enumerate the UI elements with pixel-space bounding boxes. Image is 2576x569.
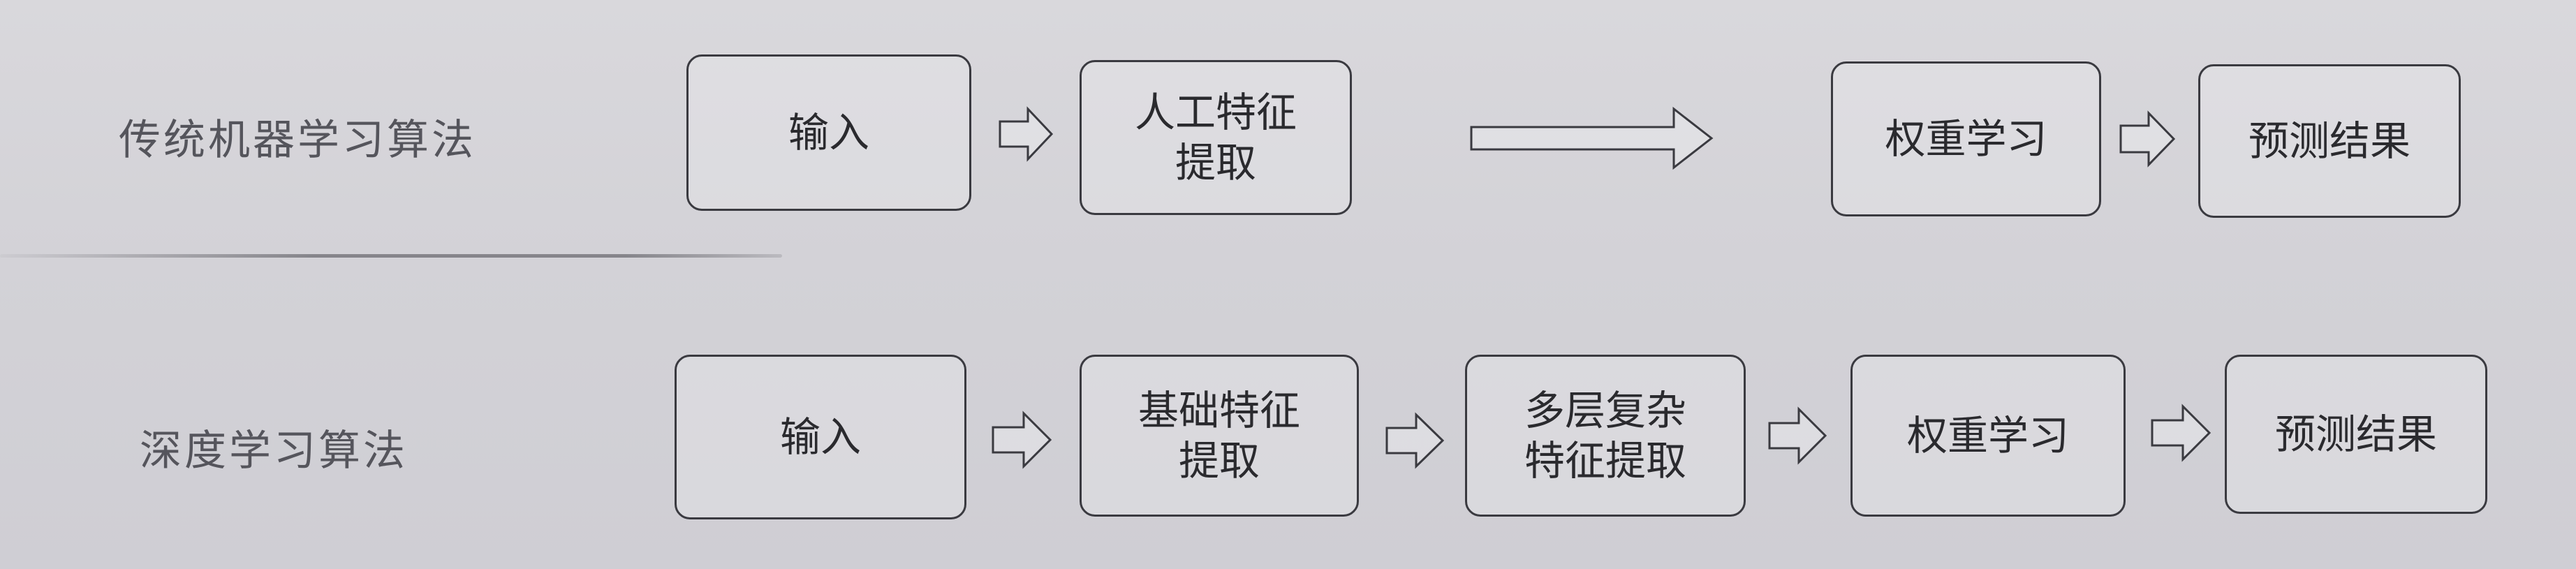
arrow-traditional-1: [999, 106, 1054, 162]
arrow-deep-1: [992, 411, 1052, 469]
box-traditional-input: 输入: [686, 54, 971, 211]
arrow-deep-4: [2151, 404, 2211, 462]
box-deep-input: 输入: [675, 355, 966, 519]
row-label-deep: 深度学习算法: [140, 427, 408, 475]
box-deep-weight-learning: 权重学习: [1850, 355, 2126, 517]
box-deep-prediction: 预测结果: [2225, 355, 2487, 514]
box-traditional-manual-feature: 人工特征 提取: [1080, 60, 1352, 215]
arrow-traditional-long: [1470, 106, 1714, 170]
row-divider: [0, 254, 782, 258]
box-deep-basic-feature: 基础特征 提取: [1080, 355, 1359, 517]
box-traditional-weight-learning: 权重学习: [1831, 61, 2101, 216]
box-deep-multilayer-feature: 多层复杂 特征提取: [1465, 355, 1746, 517]
box-traditional-prediction: 预测结果: [2198, 64, 2461, 218]
arrow-deep-3: [1768, 406, 1827, 465]
arrow-deep-2: [1385, 412, 1445, 469]
arrow-traditional-2: [2119, 110, 2176, 168]
row-label-traditional: 传统机器学习算法: [119, 116, 476, 165]
